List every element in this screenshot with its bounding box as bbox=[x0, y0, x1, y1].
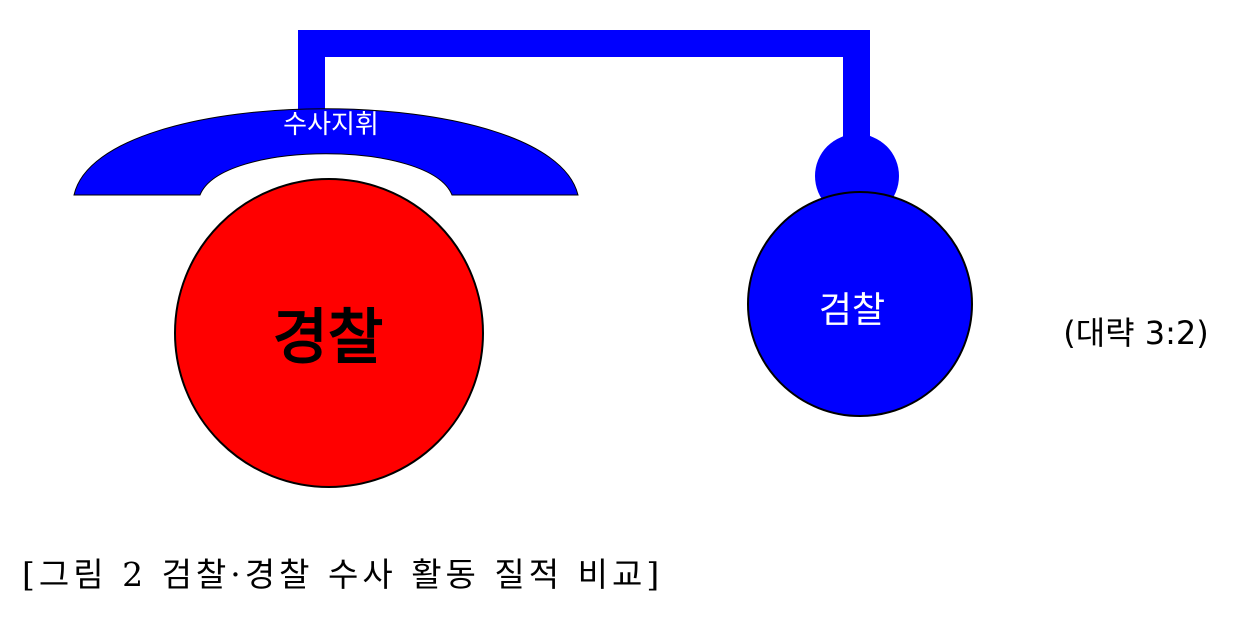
investigation-command-label: 수사지휘 bbox=[283, 110, 379, 140]
ratio-label: (대략 3:2) bbox=[1063, 314, 1209, 352]
prosecution-label: 검찰 bbox=[819, 290, 885, 331]
connecting-bar bbox=[298, 30, 870, 140]
police-circle bbox=[174, 178, 484, 488]
investigation-command-arch bbox=[73, 108, 579, 196]
prosecution-circle bbox=[747, 191, 973, 417]
figure-caption: [그림 2 검찰·경찰 수사 활동 질적 비교] bbox=[22, 555, 664, 594]
police-label: 경찰 bbox=[273, 303, 383, 373]
